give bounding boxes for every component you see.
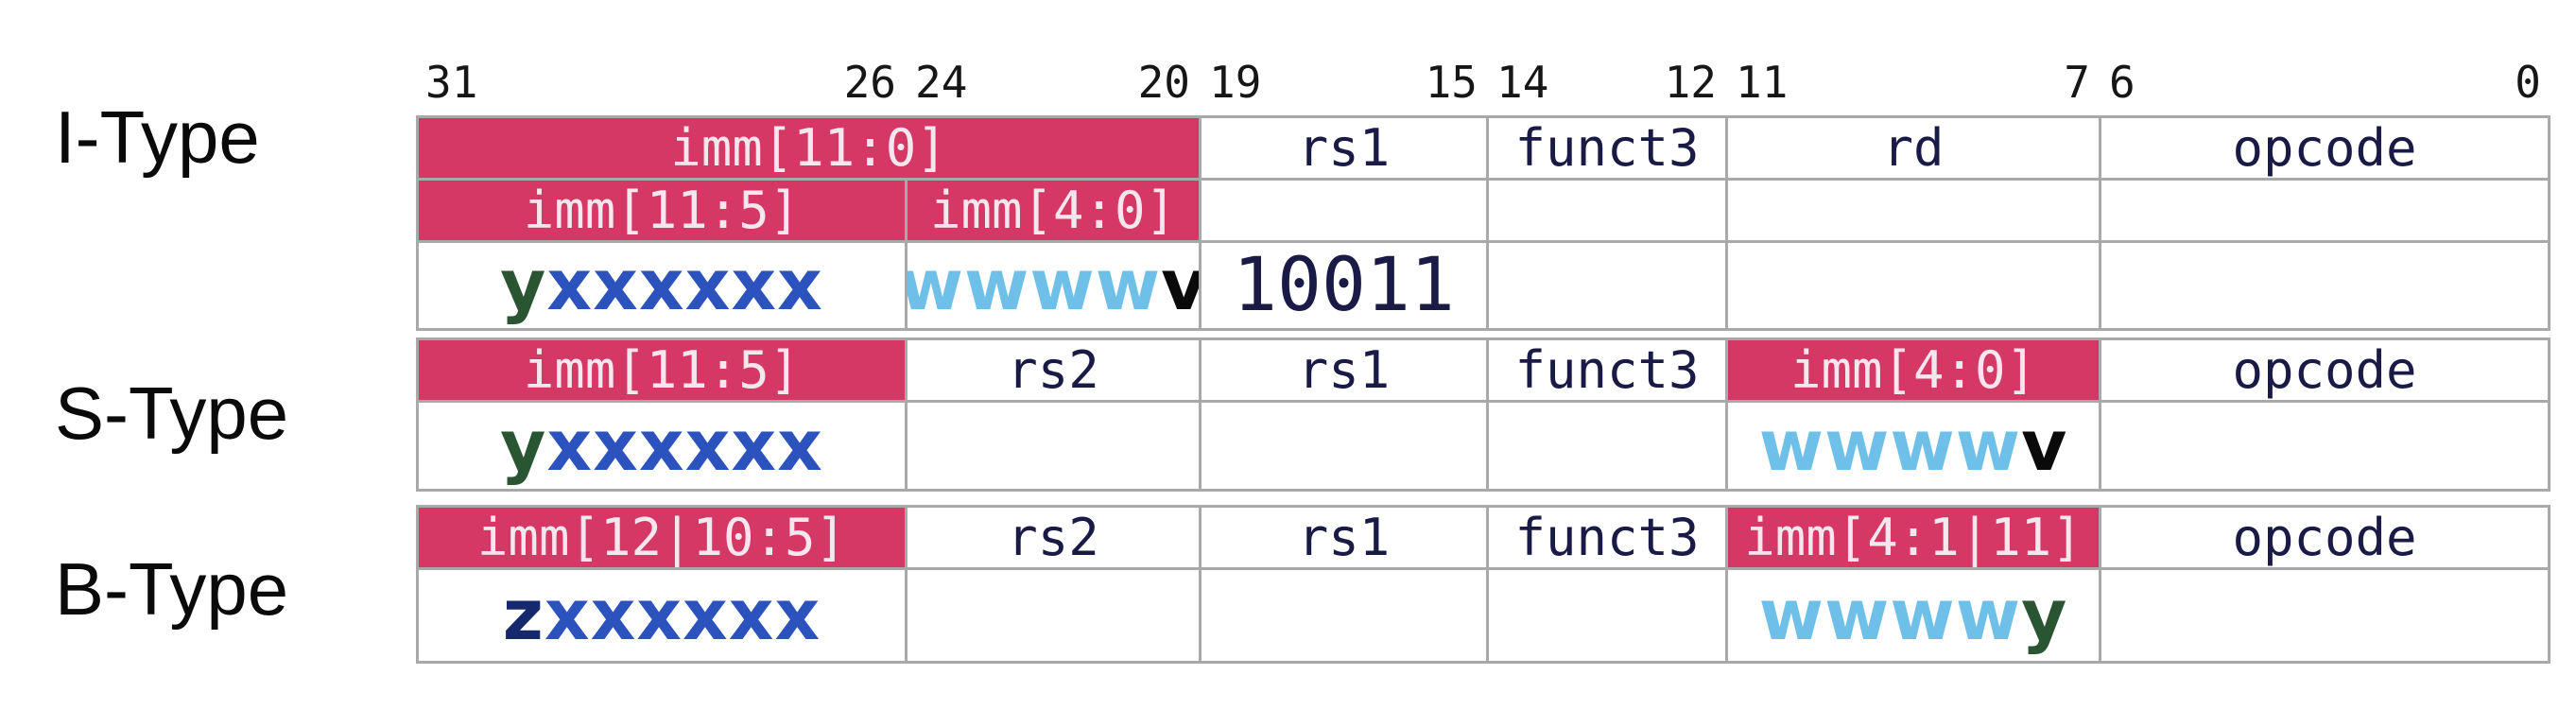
empty-cell (2101, 181, 2548, 240)
empty-cell (2101, 403, 2548, 489)
empty-cell (1489, 181, 1725, 240)
i-type-label: I-Type (55, 95, 260, 179)
empty-cell (1202, 570, 1486, 661)
empty-cell (908, 403, 1199, 489)
i-type-opcode-cell: opcode (2101, 118, 2548, 178)
empty-cell (2101, 570, 2548, 661)
b-type-imm-4-1-11-cell: imm[4:1|11] (1728, 508, 2099, 567)
empty-cell (1202, 403, 1486, 489)
empty-cell (908, 570, 1199, 661)
bit-range-19-15: 19 15 (1200, 61, 1487, 108)
bit-range-24-20: 24 20 (906, 61, 1200, 108)
bit-number: 11 (1736, 57, 1789, 108)
empty-cell (2101, 243, 2548, 328)
s-type-imm-4-0-cell: imm[4:0] (1728, 340, 2099, 400)
empty-cell (1728, 243, 2099, 328)
bit-number: 12 (1664, 57, 1717, 108)
i-type-imm-11-0-cell: imm[11:0] (419, 118, 1199, 178)
s-type-rs2-cell: rs2 (908, 340, 1199, 400)
b-type-rs1-cell: rs1 (1202, 508, 1486, 567)
empty-cell (1489, 570, 1725, 661)
s-type-table: imm[11:5] rs2 rs1 funct3 imm[4:0] opcode… (416, 338, 2550, 492)
bit-number: 20 (1137, 57, 1190, 108)
i-type-imm-4-0-cell: imm[4:0] (908, 181, 1199, 240)
i-type-rs1-value: 10011 (1202, 243, 1486, 328)
empty-cell (1728, 181, 2099, 240)
s-type-rs1-cell: rs1 (1202, 340, 1486, 400)
i-type-rs1-cell: rs1 (1202, 118, 1486, 178)
bit-index-ruler: 31 26 24 20 19 15 14 12 11 7 6 0 (416, 61, 2550, 108)
s-type-funct3-cell: funct3 (1489, 340, 1725, 400)
bit-number: 31 (425, 57, 478, 108)
bit-number: 15 (1425, 57, 1478, 108)
b-type-funct3-cell: funct3 (1489, 508, 1725, 567)
bit-range-31-26: 31 26 (416, 61, 906, 108)
b-type-table: imm[12|10:5] rs2 rs1 funct3 imm[4:1|11] … (416, 505, 2550, 664)
b-type-imm-12-10-5-cell: imm[12|10:5] (419, 508, 905, 567)
i-type-rd-cell: rd (1728, 118, 2099, 178)
empty-cell (1489, 243, 1725, 328)
b-type-label: B-Type (55, 547, 289, 631)
bit-number: 7 (2064, 57, 2090, 108)
bit-number: 6 (2109, 57, 2135, 108)
s-type-opcode-cell: opcode (2101, 340, 2548, 400)
bit-range-11-7: 11 7 (1726, 61, 2100, 108)
b-type-rs2-cell: rs2 (908, 508, 1199, 567)
bit-number: 24 (915, 57, 968, 108)
empty-cell (1489, 403, 1725, 489)
bit-number: 26 (843, 57, 896, 108)
empty-cell (1202, 181, 1486, 240)
bit-range-14-12: 14 12 (1487, 61, 1726, 108)
b-type-opcode-cell: opcode (2101, 508, 2548, 567)
bit-range-6-0: 6 0 (2100, 61, 2550, 108)
bit-number: 14 (1496, 57, 1549, 108)
bit-number: 19 (1209, 57, 1262, 108)
i-type-funct3-cell: funct3 (1489, 118, 1725, 178)
s-type-label: S-Type (55, 372, 289, 455)
i-type-imm-11-5-cell: imm[11:5] (419, 181, 905, 240)
bit-number: 0 (2515, 57, 2541, 108)
s-type-imm-11-5-cell: imm[11:5] (419, 340, 905, 400)
i-type-table: imm[11:0] rs1 funct3 rd opcode imm[11:5]… (416, 115, 2550, 331)
